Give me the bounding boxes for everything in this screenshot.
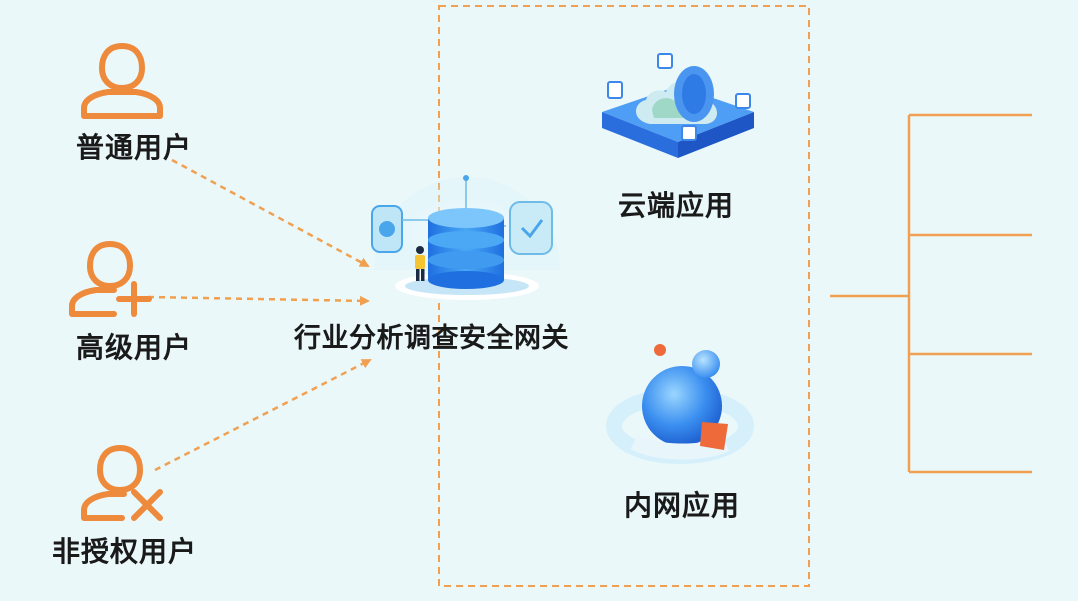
arrow-unauthorized-user (154, 358, 372, 472)
right-tree-connector (830, 113, 1032, 474)
database-shield-icon (371, 175, 560, 300)
user-label-normal: 普通用户 (76, 131, 193, 164)
user-icon (81, 43, 163, 119)
sphere-ring-icon (606, 344, 754, 464)
user-label-advanced: 高级用户 (76, 331, 193, 364)
user-x-icon (81, 445, 163, 521)
app-label-intranet: 内网应用 (624, 489, 741, 522)
arrow-normal-user (171, 158, 370, 268)
arrow-advanced-user (147, 295, 370, 306)
user-plus-icon (69, 241, 152, 317)
gateway-label: 行业分析调查安全网关 (294, 323, 569, 354)
user-label-unauthorized: 非授权用户 (52, 535, 198, 568)
cloud-platform-icon (602, 53, 754, 158)
app-label-cloud: 云端应用 (618, 189, 735, 222)
